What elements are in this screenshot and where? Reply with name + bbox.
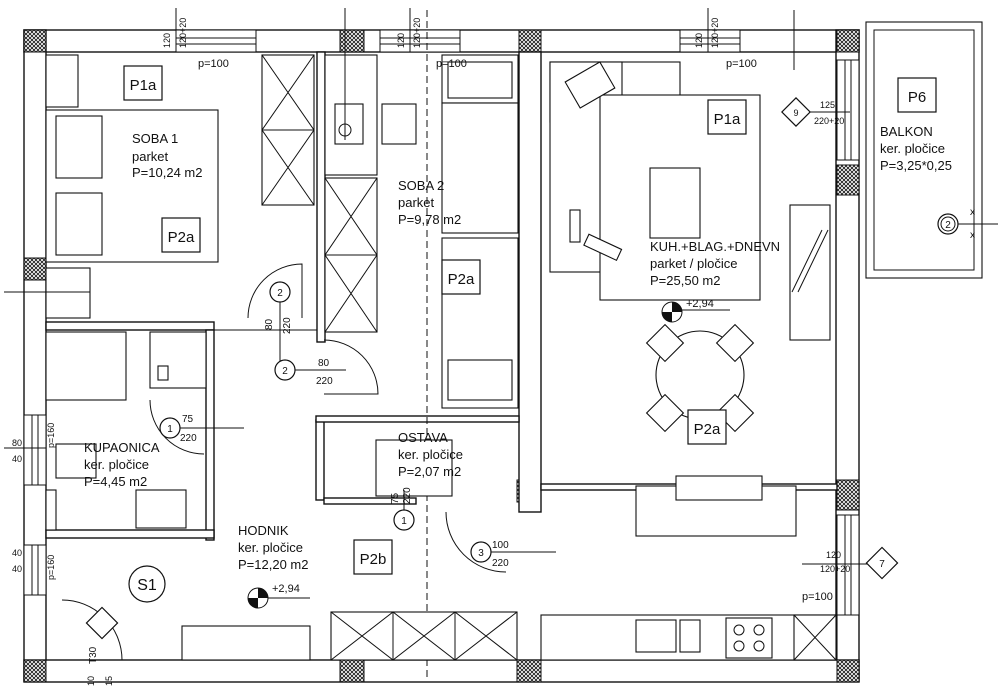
level-hall: +2,94 (272, 583, 300, 595)
dim-bottom-b: 15 (104, 676, 114, 686)
door-1b-h: 220 (402, 487, 413, 504)
soba1-furniture (45, 54, 315, 319)
dim-left1-p: p=160 (46, 423, 56, 448)
kupaonica-name: KUPAONICA (84, 440, 160, 455)
leader-lines (4, 8, 998, 599)
kuhinja-name: KUH.+BLAG.+DNEVN (650, 239, 780, 254)
window-7-h: 120+20 (820, 564, 850, 574)
level-marker-living (661, 301, 683, 323)
door-2a-num: 2 (277, 288, 283, 299)
window-7-num: 7 (879, 559, 885, 570)
living-furniture (540, 61, 838, 661)
dim-top3-b: 120+20 (710, 18, 720, 48)
dim-left2-p: p=160 (46, 555, 56, 580)
door-3-h: 220 (492, 558, 509, 569)
ostava-area: P=2,07 m2 (398, 464, 461, 479)
hodnik-area: P=12,20 m2 (238, 557, 308, 572)
window-balkon-num: 2 (945, 220, 951, 231)
dim-bottom-a: 10 (86, 676, 96, 686)
balkon-floor: ker. pločice (880, 141, 945, 156)
tag-p2b: P2b (360, 551, 387, 568)
parapet-living: p=100 (726, 58, 757, 70)
parapet-soba1: p=100 (198, 58, 229, 70)
level-marker-hall (247, 587, 269, 609)
door-1b-w: 75 (390, 492, 401, 504)
balkon-area: P=3,25*0,25 (880, 158, 952, 173)
balkon-name: BALKON (880, 124, 933, 139)
ostava-name: OSTAVA (398, 430, 448, 445)
tag-p2a-living: P2a (694, 421, 721, 438)
windows-top (23, 29, 860, 616)
level-living: +2,94 (686, 298, 714, 310)
dim-left1-b: 40 (12, 454, 22, 464)
soba1-area: P=10,24 m2 (132, 165, 202, 180)
door-1a-w: 75 (182, 414, 194, 425)
door-1a-h: 220 (180, 433, 197, 444)
dim-left2-b: 40 (12, 564, 22, 574)
x-mark-top: x (970, 207, 975, 218)
tag-p1a-living: P1a (714, 111, 741, 128)
door-2b-h: 220 (316, 376, 333, 387)
door-1b-num: 1 (401, 516, 407, 527)
dim-left1-a: 80 (12, 438, 22, 448)
door-entrance-label: T30 (88, 646, 99, 664)
x-mark-bottom: x (970, 230, 975, 241)
door-2a-h: 220 (282, 317, 293, 334)
soba2-name: SOBA 2 (398, 178, 444, 193)
soba1-name: SOBA 1 (132, 131, 178, 146)
door-3-num: 3 (478, 548, 484, 559)
door-2b-num: 2 (282, 366, 288, 377)
window-9-num: 9 (793, 108, 798, 118)
dim-left2-a: 40 (12, 548, 22, 558)
tag-p6: P6 (908, 89, 926, 106)
kuhinja-area: P=25,50 m2 (650, 273, 720, 288)
dim-top1-b: 120+20 (178, 18, 188, 48)
soba1-floor: parket (132, 149, 169, 164)
window-9-w: 125 (820, 100, 835, 110)
door-2a-w: 80 (264, 318, 275, 330)
dim-top1-a: 120 (162, 33, 172, 48)
window-9-h: 220+20 (814, 116, 844, 126)
balcony-area (865, 21, 983, 279)
dim-top3-a: 120 (694, 33, 704, 48)
kupaonica-floor: ker. pločice (84, 457, 149, 472)
ostava-floor: ker. pločice (398, 447, 463, 462)
tag-s1: S1 (137, 577, 157, 594)
dim-top2-a: 120 (396, 33, 406, 48)
door-2b-w: 80 (318, 358, 330, 369)
parapet-soba2: p=100 (436, 58, 467, 70)
bath-furniture (45, 331, 207, 531)
door-3-w: 100 (492, 540, 509, 551)
door-1a-num: 1 (167, 424, 173, 435)
kupaonica-area: P=4,45 m2 (84, 474, 147, 489)
dim-top2-b: 120+20 (412, 18, 422, 48)
soba2-area: P=9,78 m2 (398, 212, 461, 227)
tag-p2a-soba1: P2a (168, 229, 195, 246)
kuhinja-floor: parket / pločice (650, 256, 737, 271)
hodnik-floor: ker. pločice (238, 540, 303, 555)
tag-p1a-soba1: P1a (130, 77, 157, 94)
soba2-furniture (324, 54, 519, 409)
hodnik-name: HODNIK (238, 523, 289, 538)
parapet-kitchen: p=100 (802, 591, 833, 603)
tag-p2a-soba2: P2a (448, 271, 475, 288)
hall-furniture (181, 439, 518, 661)
soba2-floor: parket (398, 195, 435, 210)
window-7-w: 120 (826, 550, 841, 560)
